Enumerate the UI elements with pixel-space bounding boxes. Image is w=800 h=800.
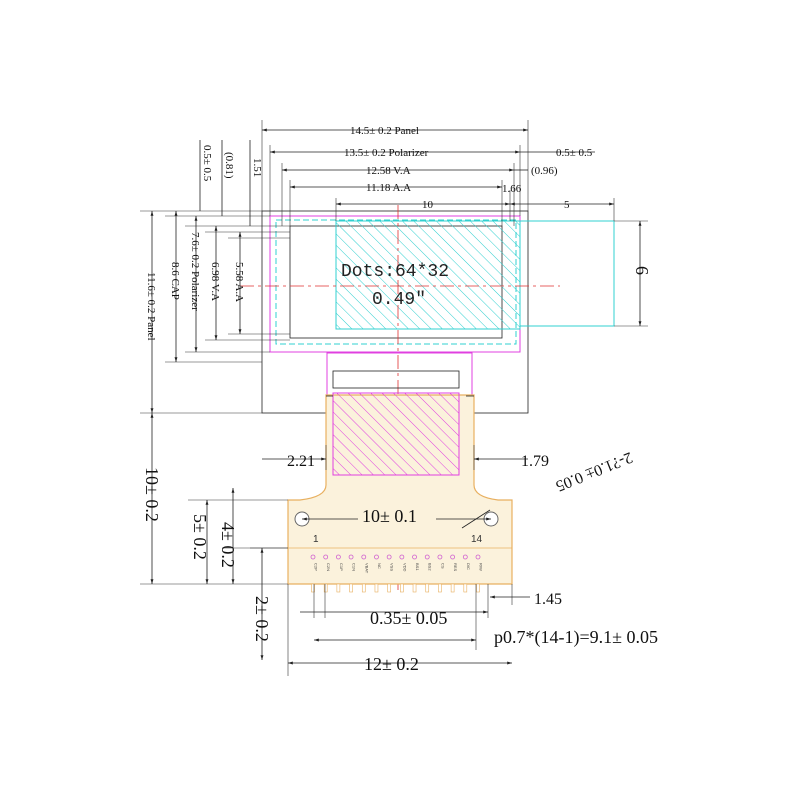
pin-pad: [336, 583, 341, 593]
fpc-cable: C2P C2N C1P C1N VBAT NC VSS VDD BS1 BS2 CS RES D/C R/…: [287, 352, 513, 593]
pin-dot: [348, 554, 354, 560]
pin-dot: [310, 554, 316, 560]
cyan-hatched-area: [335, 220, 521, 330]
right-dimensions: 6: [614, 220, 652, 327]
pin-dot: [450, 554, 456, 560]
pin-pad: [450, 583, 455, 593]
cyan-extension-outline: [519, 220, 615, 327]
pin-pad: [412, 583, 417, 593]
ic-outline: [332, 370, 460, 389]
dim-offset-top-right: 0.5± 0.5: [556, 147, 593, 159]
pin-name-label: C2P: [314, 563, 319, 571]
pin-dot: [335, 554, 341, 560]
pin-pad: [323, 583, 328, 593]
dim-edge-offset: 1.45: [534, 591, 562, 608]
dim-offset-151: 1.51: [251, 158, 263, 177]
dim-offset-081: (0.81): [223, 152, 235, 179]
pin-pad: [387, 583, 391, 593]
dim-right-extension: 5: [564, 199, 570, 211]
pin-pad: [361, 583, 366, 593]
fpc-neck-magenta: [326, 352, 473, 397]
pin-name-label: VSS: [390, 563, 395, 571]
dim-cyan-height: 6: [632, 266, 652, 275]
dim-polarizer-height: 7.6± 0.2 Polarizer: [189, 232, 201, 311]
dim-fpc-right-offset: 1.79: [521, 453, 549, 470]
pin-pad: [476, 583, 480, 593]
dim-hole-note: 2-?1.0± 0.05: [553, 448, 635, 494]
dim-fpc-left-offset: 2.21: [287, 453, 315, 470]
size-label: 0.49″: [372, 290, 426, 310]
dim-offset-05-left: 0.5± 0.5: [201, 145, 213, 182]
left-dimensions: 11.6± 0.2 Panel 8.6 CAP 7.6± 0.2 Polariz…: [140, 140, 290, 414]
dim-va-width: 12.58 V.A: [366, 165, 411, 177]
dim-panel-width: 14.5± 0.2 Panel: [350, 125, 419, 137]
dim-cap-height: 8.6 CAP: [169, 262, 181, 300]
pin-name-label: RES: [453, 563, 458, 572]
pin-pad: [311, 583, 315, 593]
dots-label: Dots:64*32: [341, 262, 449, 282]
dim-polarizer-width: 13.5± 0.2 Polarizer: [344, 147, 429, 159]
dim-tail-2: 2± 0.2: [252, 596, 272, 642]
fpc-hatched-overlay: [332, 392, 460, 476]
dim-total-length: 10± 0.2: [142, 467, 162, 522]
dim-tail-5: 5± 0.2: [190, 514, 210, 560]
pin-dot: [374, 554, 379, 560]
dim-pitch-formula: p0.7*(14-1)=9.1± 0.05: [494, 627, 658, 648]
pin-name-label: CS: [440, 563, 445, 569]
pin-name-label: C1N: [352, 563, 357, 571]
dim-line-hole-note: [461, 509, 491, 529]
pin-dot: [399, 554, 405, 560]
pin-pad: [374, 583, 379, 593]
dim-offset-096: (0.96): [531, 165, 558, 177]
pin-pad: [425, 583, 430, 593]
pin-pad: [438, 583, 442, 593]
dim-aa-width: 11.18 A.A: [366, 182, 411, 194]
pin-pad: [349, 583, 353, 593]
dim-panel-height: 11.6± 0.2 Panel: [145, 272, 157, 341]
pin-dot: [412, 554, 417, 560]
pin-first-label: 1: [313, 534, 319, 545]
display-panel: Dots:64*32 0.49″: [240, 205, 615, 590]
top-dimensions: 14.5± 0.2 Panel 13.5± 0.2 Polarizer 12.5…: [261, 120, 615, 226]
dim-pad-width: 0.35± 0.05: [370, 608, 447, 628]
pin-dot: [424, 554, 430, 560]
pin-row: C2P C2N C1P C1N VBAT NC VSS VDD BS1 BS2 CS RES D/C R/…: [310, 554, 484, 593]
pin-name-label: BS1: [415, 563, 420, 571]
pin-name-label: D/C: [466, 563, 471, 570]
pin-dot: [323, 554, 329, 560]
pin-pad: [463, 583, 468, 593]
pin-name-label: C2N: [326, 563, 331, 571]
pin-dot: [361, 554, 367, 560]
pin-dot: [386, 554, 392, 560]
pin-dot: [475, 554, 481, 560]
pin-name-label: NC: [377, 563, 382, 569]
pin-last-label: 14: [471, 534, 483, 545]
dim-cyan-width: 10: [422, 199, 434, 211]
dim-hole-spacing: 10± 0.1: [362, 506, 417, 526]
pin-name-label: C1P: [339, 563, 344, 571]
dim-fpc-width: 12± 0.2: [364, 654, 419, 674]
dim-va-height: 6.98 V.A: [209, 262, 221, 301]
pin-dot: [462, 554, 468, 560]
pin-name-label: BS2: [428, 563, 433, 571]
dim-tail-4: 4± 0.2: [218, 522, 238, 568]
pin-name-label: R/W: [479, 563, 484, 571]
dim-aa-height: 5.58 A.A: [233, 262, 245, 302]
pin-pad: [400, 583, 404, 593]
pin-name-label: VDD: [402, 563, 407, 572]
dim-offset-166: 1.66: [502, 183, 522, 195]
pin-name-label: VBAT: [364, 563, 369, 574]
pin-dot: [437, 554, 443, 560]
